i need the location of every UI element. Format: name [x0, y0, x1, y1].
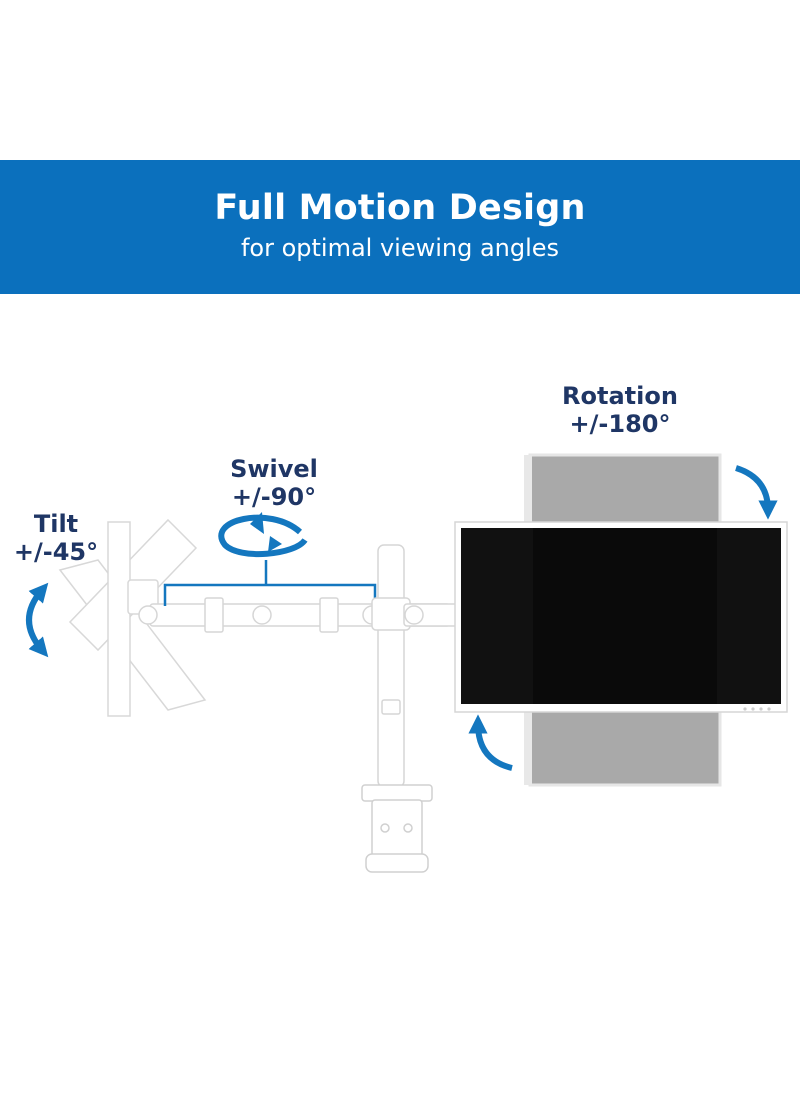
mounting-pole	[371, 544, 411, 788]
rotation-arrow-lower-icon	[468, 714, 513, 771]
upright-monitor-side	[107, 521, 131, 717]
swivel-range-bracket	[163, 583, 377, 606]
page-title: Full Motion Design	[214, 188, 586, 228]
tilted-monitor-group	[58, 518, 207, 717]
overlap-screen-area	[533, 528, 717, 704]
rotation-label: Rotation +/-180°	[548, 382, 692, 438]
rotation-arrow-icon	[734, 465, 778, 520]
monitor-buttons	[743, 707, 771, 711]
rotation-label-name: Rotation	[562, 382, 678, 410]
desk-clamp	[361, 784, 433, 873]
header-banner: Full Motion Design for optimal viewing a…	[0, 160, 800, 294]
tilt-label-range: +/-45°	[13, 538, 99, 566]
swivel-label-range: +/-90°	[231, 483, 317, 511]
swivel-arrow-icon	[218, 512, 308, 558]
swivel-label-name: Swivel	[230, 455, 318, 483]
monitor-connector-arm	[403, 603, 463, 627]
tilt-arrow-icon	[26, 582, 49, 658]
swivel-label: Swivel +/-90°	[214, 455, 334, 511]
page-subtitle: for optimal viewing angles	[240, 234, 560, 262]
tilt-label-name: Tilt	[33, 510, 79, 538]
tilt-label: Tilt +/-45°	[6, 510, 106, 566]
rotation-label-range: +/-180°	[569, 410, 671, 438]
